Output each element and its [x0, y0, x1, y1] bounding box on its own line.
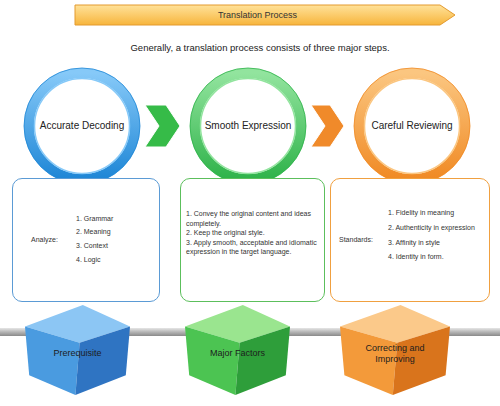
detail-item: 3. Affinity in style: [388, 238, 440, 247]
cube-right-face: [235, 327, 290, 395]
stage-cube: Prerequisite: [25, 305, 130, 395]
pipe-segment: [285, 328, 345, 336]
ring-edge-line: [190, 68, 306, 184]
ring-outer: [359, 73, 465, 179]
detail-heading: Analyze:: [31, 235, 58, 244]
ring-edge-line: [354, 68, 470, 184]
stage-cube: Major Factors: [185, 305, 290, 395]
detail-box: Standards: 1. Fidelity in meaning 2. Authe…: [330, 178, 490, 302]
detail-item: 2. Meaning: [76, 227, 111, 236]
ring-outer: [195, 73, 301, 179]
cube-right-face: [75, 327, 130, 395]
pipe-end: [445, 328, 500, 336]
ring-inner-line: [365, 79, 460, 174]
detail-item: 3. Apply smooth, acceptable and idiomati…: [186, 238, 320, 257]
cube-left-face: [25, 327, 80, 395]
step-chevron: [311, 105, 344, 147]
detail-item: 1. Fidelity in meaning: [388, 208, 454, 217]
detail-box: 1. Convey the original content and ideas…: [180, 178, 325, 302]
step-label-wrap: Careful Reviewing: [366, 80, 458, 172]
ring-outer: [29, 73, 135, 179]
detail-item: 4. Identity in form.: [388, 252, 444, 261]
detail-item: 2. Keep the original style.: [186, 228, 320, 238]
subtitle-note: Generally, a translation process consist…: [10, 42, 500, 53]
detail-item: 1. Grammar: [76, 214, 113, 223]
stage-label: Prerequisite: [53, 348, 101, 359]
stage-cube: Correcting and Improving: [340, 305, 450, 395]
step-label-wrap: Smooth Expression: [202, 80, 294, 172]
step-label: Accurate Decoding: [40, 120, 125, 132]
detail-item: 2. Authenticity in expression: [388, 223, 475, 232]
cube-left-face: [185, 327, 240, 395]
step-chevron: [145, 105, 180, 147]
step-label-wrap: Accurate Decoding: [36, 80, 128, 172]
detail-item: 4. Logic: [76, 255, 101, 264]
title-banner: [75, 5, 455, 25]
step-ring: Accurate Decoding: [22, 66, 142, 186]
cube-label-wrap: Correcting and Improving: [353, 337, 437, 369]
ring-inner-line: [35, 79, 130, 174]
detail-item: 1. Convey the original content and ideas…: [186, 209, 320, 228]
detail-item: 3. Context: [76, 241, 108, 250]
title-text: Translation Process: [75, 5, 440, 25]
ring-inner-line: [201, 79, 296, 174]
pipe-segment: [125, 328, 190, 336]
stage-label: Correcting and Improving: [353, 343, 437, 365]
step-label: Smooth Expression: [205, 120, 292, 132]
step-ring: Careful Reviewing: [352, 66, 472, 186]
ring-edge-line: [24, 68, 140, 184]
detail-box: Analyze: 1. Grammar 2. Meaning 3. Context 4.…: [12, 178, 160, 302]
stage-label: Major Factors: [210, 348, 265, 359]
cube-label-wrap: Prerequisite: [38, 337, 118, 369]
step-label: Careful Reviewing: [371, 120, 452, 132]
cube-label-wrap: Major Factors: [198, 337, 278, 369]
step-ring: Smooth Expression: [188, 66, 308, 186]
detail-heading: Standards:: [339, 235, 373, 244]
